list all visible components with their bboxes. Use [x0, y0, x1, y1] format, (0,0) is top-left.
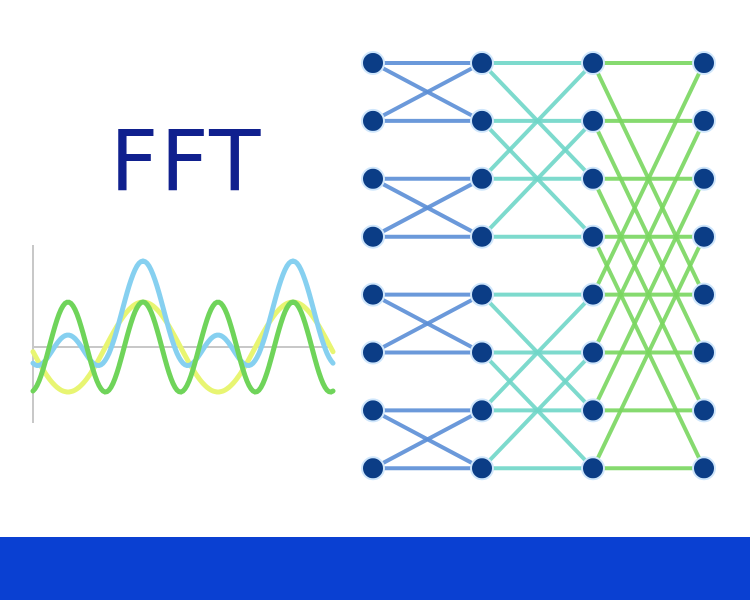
node [361, 108, 385, 133]
node [581, 108, 605, 133]
edge-cross [480, 61, 595, 181]
node [361, 340, 385, 365]
footer-bar [0, 537, 750, 600]
fft-title: FFT [110, 112, 263, 210]
edge-cross [480, 351, 595, 470]
node [692, 398, 716, 423]
green-wave [30, 299, 336, 395]
edge-cross [480, 119, 595, 239]
node [581, 282, 605, 307]
edge-cross [591, 235, 706, 470]
node [361, 282, 385, 307]
node [470, 340, 494, 365]
edge-cross [372, 177, 483, 239]
edge-cross [372, 61, 483, 123]
node [581, 398, 605, 423]
node [692, 224, 716, 249]
edge-cross [591, 120, 706, 354]
yellow-wave [30, 299, 336, 395]
node [581, 166, 605, 191]
node [692, 282, 716, 307]
node [361, 398, 385, 423]
node [470, 51, 494, 75]
node [581, 224, 605, 249]
node [470, 224, 494, 249]
node [361, 51, 385, 75]
node [692, 456, 716, 481]
node [692, 51, 716, 75]
edge-cross [480, 293, 595, 412]
node [581, 51, 605, 75]
node [581, 456, 605, 481]
node [361, 166, 385, 191]
node [470, 282, 494, 307]
edge-cross [372, 408, 483, 471]
node [470, 166, 494, 191]
node [361, 456, 385, 481]
node [470, 398, 494, 423]
edge-cross [591, 177, 706, 412]
node [470, 108, 494, 133]
node [361, 224, 385, 249]
node [692, 108, 716, 133]
edge-cross [372, 292, 483, 355]
node [581, 340, 605, 365]
edge-cross [591, 62, 706, 296]
node [692, 340, 716, 365]
node [470, 456, 494, 481]
blue-wave [30, 258, 336, 369]
node [692, 166, 716, 191]
